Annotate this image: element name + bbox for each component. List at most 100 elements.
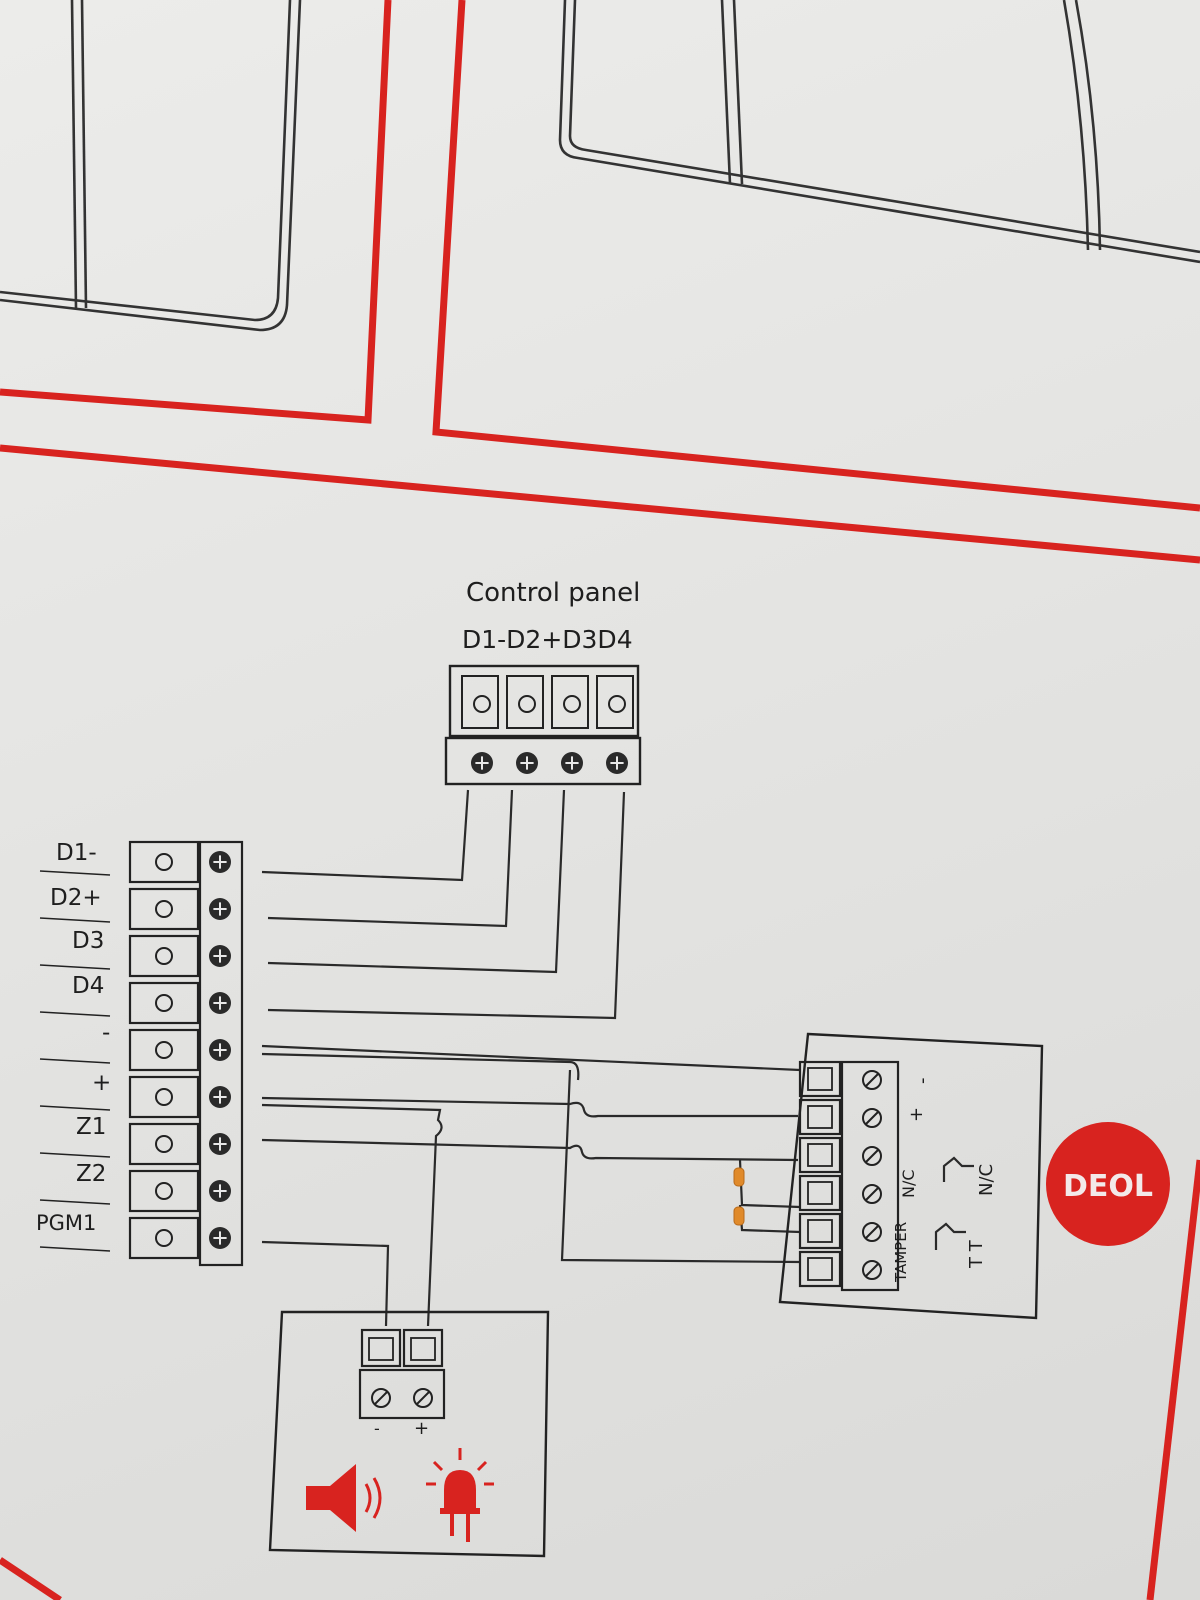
screw-terminal-icon xyxy=(209,992,231,1014)
left-terminal-slot xyxy=(128,1122,200,1166)
wire-d4 xyxy=(267,791,626,1020)
control-panel-hole xyxy=(608,695,626,713)
module-terminal-slot xyxy=(798,1174,842,1212)
wire-minus-to-module-2 xyxy=(261,1052,580,1081)
left-terminal-hole xyxy=(155,853,173,871)
left-terminal-slot xyxy=(128,1169,200,1213)
siren-terminal-screw xyxy=(371,1388,391,1408)
module-terminal-screw-slot xyxy=(865,1225,879,1239)
control-panel-hole xyxy=(518,695,536,713)
module-terminal-screw xyxy=(862,1184,882,1204)
screw-terminal-icon xyxy=(209,898,231,920)
module-terminal-screw-slot xyxy=(865,1263,879,1277)
module-terminal-clamp xyxy=(807,1257,833,1281)
module-terminal-slot xyxy=(798,1098,842,1136)
brand-name: DEOL xyxy=(1063,1169,1153,1204)
left-terminal-slot xyxy=(128,981,200,1025)
terminal-label-d2-plus: D2+ xyxy=(50,885,102,911)
wire-pgm1-to-siren xyxy=(261,1240,390,1327)
nc-contact-symbol xyxy=(942,1156,974,1182)
left-terminal-hole xyxy=(155,900,173,918)
wire-d2 xyxy=(267,789,514,928)
terminal-label-z2: Z2 xyxy=(76,1161,106,1187)
module-terminal-screw-slot xyxy=(865,1187,879,1201)
module-terminal-clamp xyxy=(807,1181,833,1205)
wire-z1-return xyxy=(560,1069,801,1264)
module-terminal-screw xyxy=(862,1070,882,1090)
control-panel-terminal-block xyxy=(444,664,642,786)
left-terminal-hole xyxy=(155,994,173,1012)
siren-label-minus: - xyxy=(374,1419,380,1438)
left-label-underline xyxy=(39,870,111,876)
module-terminal-clamp xyxy=(807,1219,833,1243)
module-terminal-screw xyxy=(862,1260,882,1280)
left-terminal-hole xyxy=(155,947,173,965)
control-panel-hole xyxy=(563,695,581,713)
module-terminal-clamp xyxy=(807,1105,833,1129)
wire-z1-to-module xyxy=(261,1138,799,1162)
detector-terminal-block xyxy=(798,1060,900,1292)
left-terminal-slot xyxy=(128,1216,200,1260)
left-terminal-hole xyxy=(155,1088,173,1106)
module-label-plus: + xyxy=(906,1107,927,1122)
module-screw-column xyxy=(840,1060,900,1292)
left-terminal-hole xyxy=(155,1229,173,1247)
wire-minus-to-module xyxy=(261,1044,801,1072)
left-label-underline xyxy=(39,1152,111,1158)
wire-resistor-leg-2 xyxy=(738,1204,801,1234)
siren-terminal-clamp xyxy=(410,1337,436,1361)
wire-d3 xyxy=(267,789,566,974)
control-panel-slot xyxy=(551,675,589,729)
module-terminal-clamp xyxy=(807,1143,833,1167)
siren-strobe-box: - + xyxy=(268,1310,550,1558)
speaker-icon xyxy=(306,1464,382,1532)
siren-terminal-slot xyxy=(402,1328,444,1368)
left-terminal-hole xyxy=(155,1041,173,1059)
siren-terminal-screw-slot xyxy=(416,1391,430,1405)
left-label-underline xyxy=(39,1011,111,1017)
left-terminal-labels: D1- D2+ D3 D4 - + Z1 Z2 PGM1 xyxy=(36,840,111,1235)
module-label-minus: - xyxy=(912,1078,933,1085)
control-panel-lower-housing xyxy=(444,736,642,786)
device-outline-left xyxy=(0,0,302,332)
module-terminal-screw-slot xyxy=(865,1149,879,1163)
resistor-icon xyxy=(733,1167,745,1226)
left-label-underline xyxy=(39,1105,111,1111)
left-label-underline xyxy=(39,964,111,970)
screw-terminal-icon xyxy=(209,945,231,967)
left-terminal-slot xyxy=(128,934,200,978)
module-terminal-clamp xyxy=(807,1067,833,1091)
terminal-label-z1: Z1 xyxy=(76,1114,106,1140)
left-label-underline xyxy=(39,917,111,923)
tamper-contact-symbol xyxy=(934,1222,966,1250)
module-terminal-slot xyxy=(798,1136,842,1174)
brand-badge: DEOL xyxy=(1046,1122,1170,1246)
screw-terminal-icon xyxy=(209,1180,231,1202)
screw-terminal-icon xyxy=(471,752,493,774)
screw-terminal-icon xyxy=(209,1086,231,1108)
left-screw-column xyxy=(198,840,244,1267)
left-terminal-block xyxy=(39,840,244,1267)
screw-terminal-icon xyxy=(209,851,231,873)
module-terminal-slot xyxy=(798,1250,842,1288)
left-label-underline xyxy=(39,1058,111,1064)
screw-terminal-icon xyxy=(516,752,538,774)
module-terminal-slot xyxy=(798,1212,842,1250)
module-label-tamper: TAMPER xyxy=(892,1222,910,1283)
control-panel-title: Control panel xyxy=(466,578,640,608)
siren-terminal-screw xyxy=(413,1388,433,1408)
screw-terminal-icon xyxy=(561,752,583,774)
left-terminal-slot xyxy=(128,1075,200,1119)
screw-terminal-icon xyxy=(606,752,628,774)
screw-terminal-icon xyxy=(209,1133,231,1155)
left-terminal-slot xyxy=(128,1028,200,1072)
control-panel-hole xyxy=(473,695,491,713)
control-panel-terminal-labels: D1-D2+D3D4 xyxy=(462,625,633,654)
siren-terminal-slot xyxy=(360,1328,402,1368)
module-label-nc: N/C xyxy=(899,1169,918,1198)
siren-terminal-clamp xyxy=(368,1337,394,1361)
module-terminal-screw-slot xyxy=(865,1111,879,1125)
wires xyxy=(261,789,801,1327)
